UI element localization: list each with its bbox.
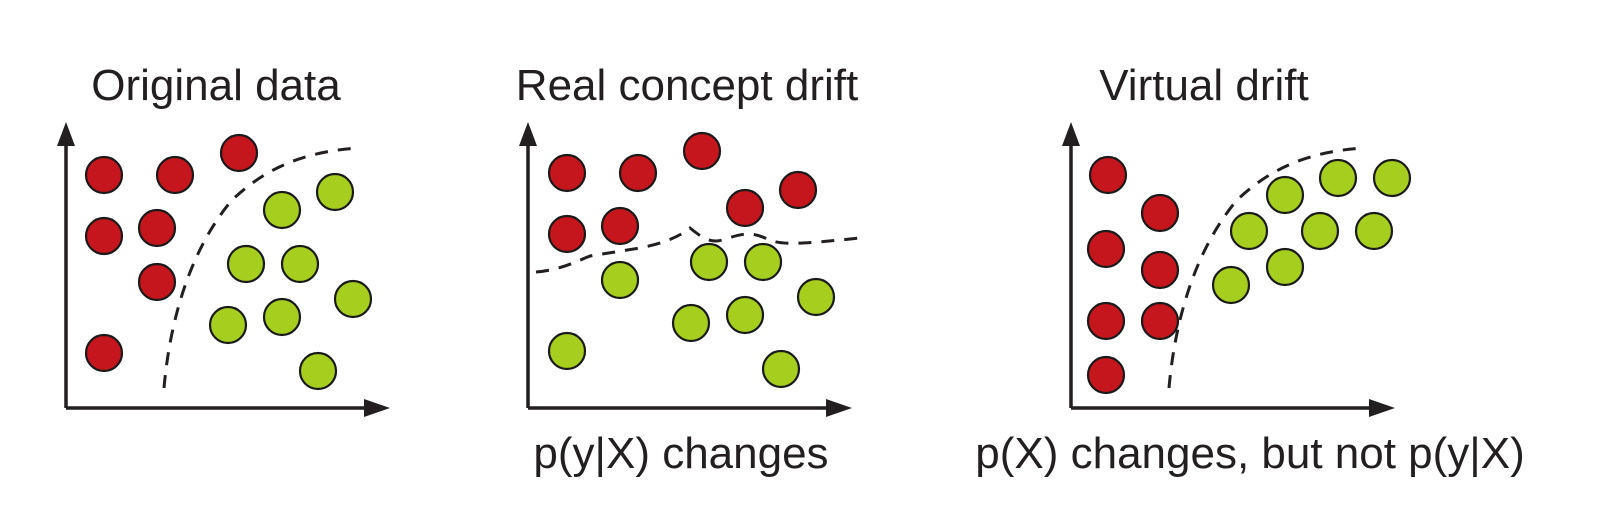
data-point: [1140, 193, 1180, 233]
data-point: [1088, 155, 1128, 195]
axes-real: [519, 122, 852, 417]
data-point: [226, 244, 266, 284]
data-point: [1354, 211, 1394, 251]
y-axis-arrow: [519, 122, 537, 146]
axes-original: [57, 122, 390, 417]
class-b-points-original: [208, 172, 373, 391]
data-point: [262, 297, 302, 337]
decision-boundary-real: [535, 226, 861, 274]
data-point: [1265, 175, 1305, 215]
data-point: [84, 155, 124, 195]
data-point: [618, 153, 658, 193]
data-point: [1229, 211, 1269, 251]
data-point: [219, 133, 259, 173]
data-point: [1265, 247, 1305, 287]
data-point: [333, 279, 373, 319]
data-point: [315, 172, 355, 212]
x-axis-arrow: [1369, 399, 1395, 417]
data-point: [600, 206, 640, 246]
data-point: [1086, 355, 1126, 395]
data-point: [280, 244, 320, 284]
panel-virtual-drift: Virtual drift p(X) chang: [975, 61, 1524, 478]
data-point: [1300, 211, 1340, 251]
y-axis-arrow: [57, 122, 75, 146]
data-point: [682, 131, 722, 171]
data-point: [155, 155, 195, 195]
data-point: [671, 303, 711, 343]
data-point: [1086, 301, 1126, 341]
data-point: [547, 153, 587, 193]
axes-virtual: [1062, 122, 1395, 417]
data-point: [1372, 158, 1412, 198]
x-axis-arrow: [364, 399, 390, 417]
data-point: [84, 216, 124, 256]
data-point: [137, 262, 177, 302]
class-b-points-virtual: [1211, 158, 1412, 305]
data-point: [1211, 265, 1251, 305]
data-point: [761, 349, 801, 389]
class-a-points-virtual: [1086, 155, 1180, 395]
data-point: [262, 190, 302, 230]
data-point: [84, 333, 124, 373]
panel-title-virtual: Virtual drift: [1099, 61, 1309, 110]
class-b-points-real: [547, 242, 836, 389]
data-point: [725, 188, 765, 228]
data-point: [796, 277, 836, 317]
data-point: [208, 305, 248, 345]
data-point: [137, 208, 177, 248]
panel-original-data: Original data: [57, 61, 390, 417]
data-point: [600, 260, 640, 300]
data-point: [547, 214, 587, 254]
panel-caption-real: p(y|X) changes: [533, 429, 828, 478]
data-point: [743, 242, 783, 282]
data-point: [1086, 229, 1126, 269]
panel-caption-virtual: p(X) changes, but not p(y|X): [975, 429, 1524, 478]
x-axis-arrow: [826, 399, 852, 417]
panel-title-original: Original data: [91, 61, 341, 110]
data-point: [547, 331, 587, 371]
class-a-points-original: [84, 133, 259, 373]
data-point: [725, 295, 765, 335]
decision-boundary-virtual: [1167, 146, 1364, 389]
panel-real-concept-drift: Real concept drift p(y|X: [516, 61, 861, 478]
y-axis-arrow: [1062, 122, 1080, 146]
class-a-points-real: [547, 131, 818, 254]
data-point: [1140, 301, 1180, 341]
data-point: [1318, 158, 1358, 198]
data-point: [778, 170, 818, 210]
data-point: [689, 242, 729, 282]
decision-boundary-original: [162, 146, 359, 389]
data-point: [298, 351, 338, 391]
data-point: [1140, 250, 1180, 290]
panel-title-real: Real concept drift: [516, 61, 858, 110]
